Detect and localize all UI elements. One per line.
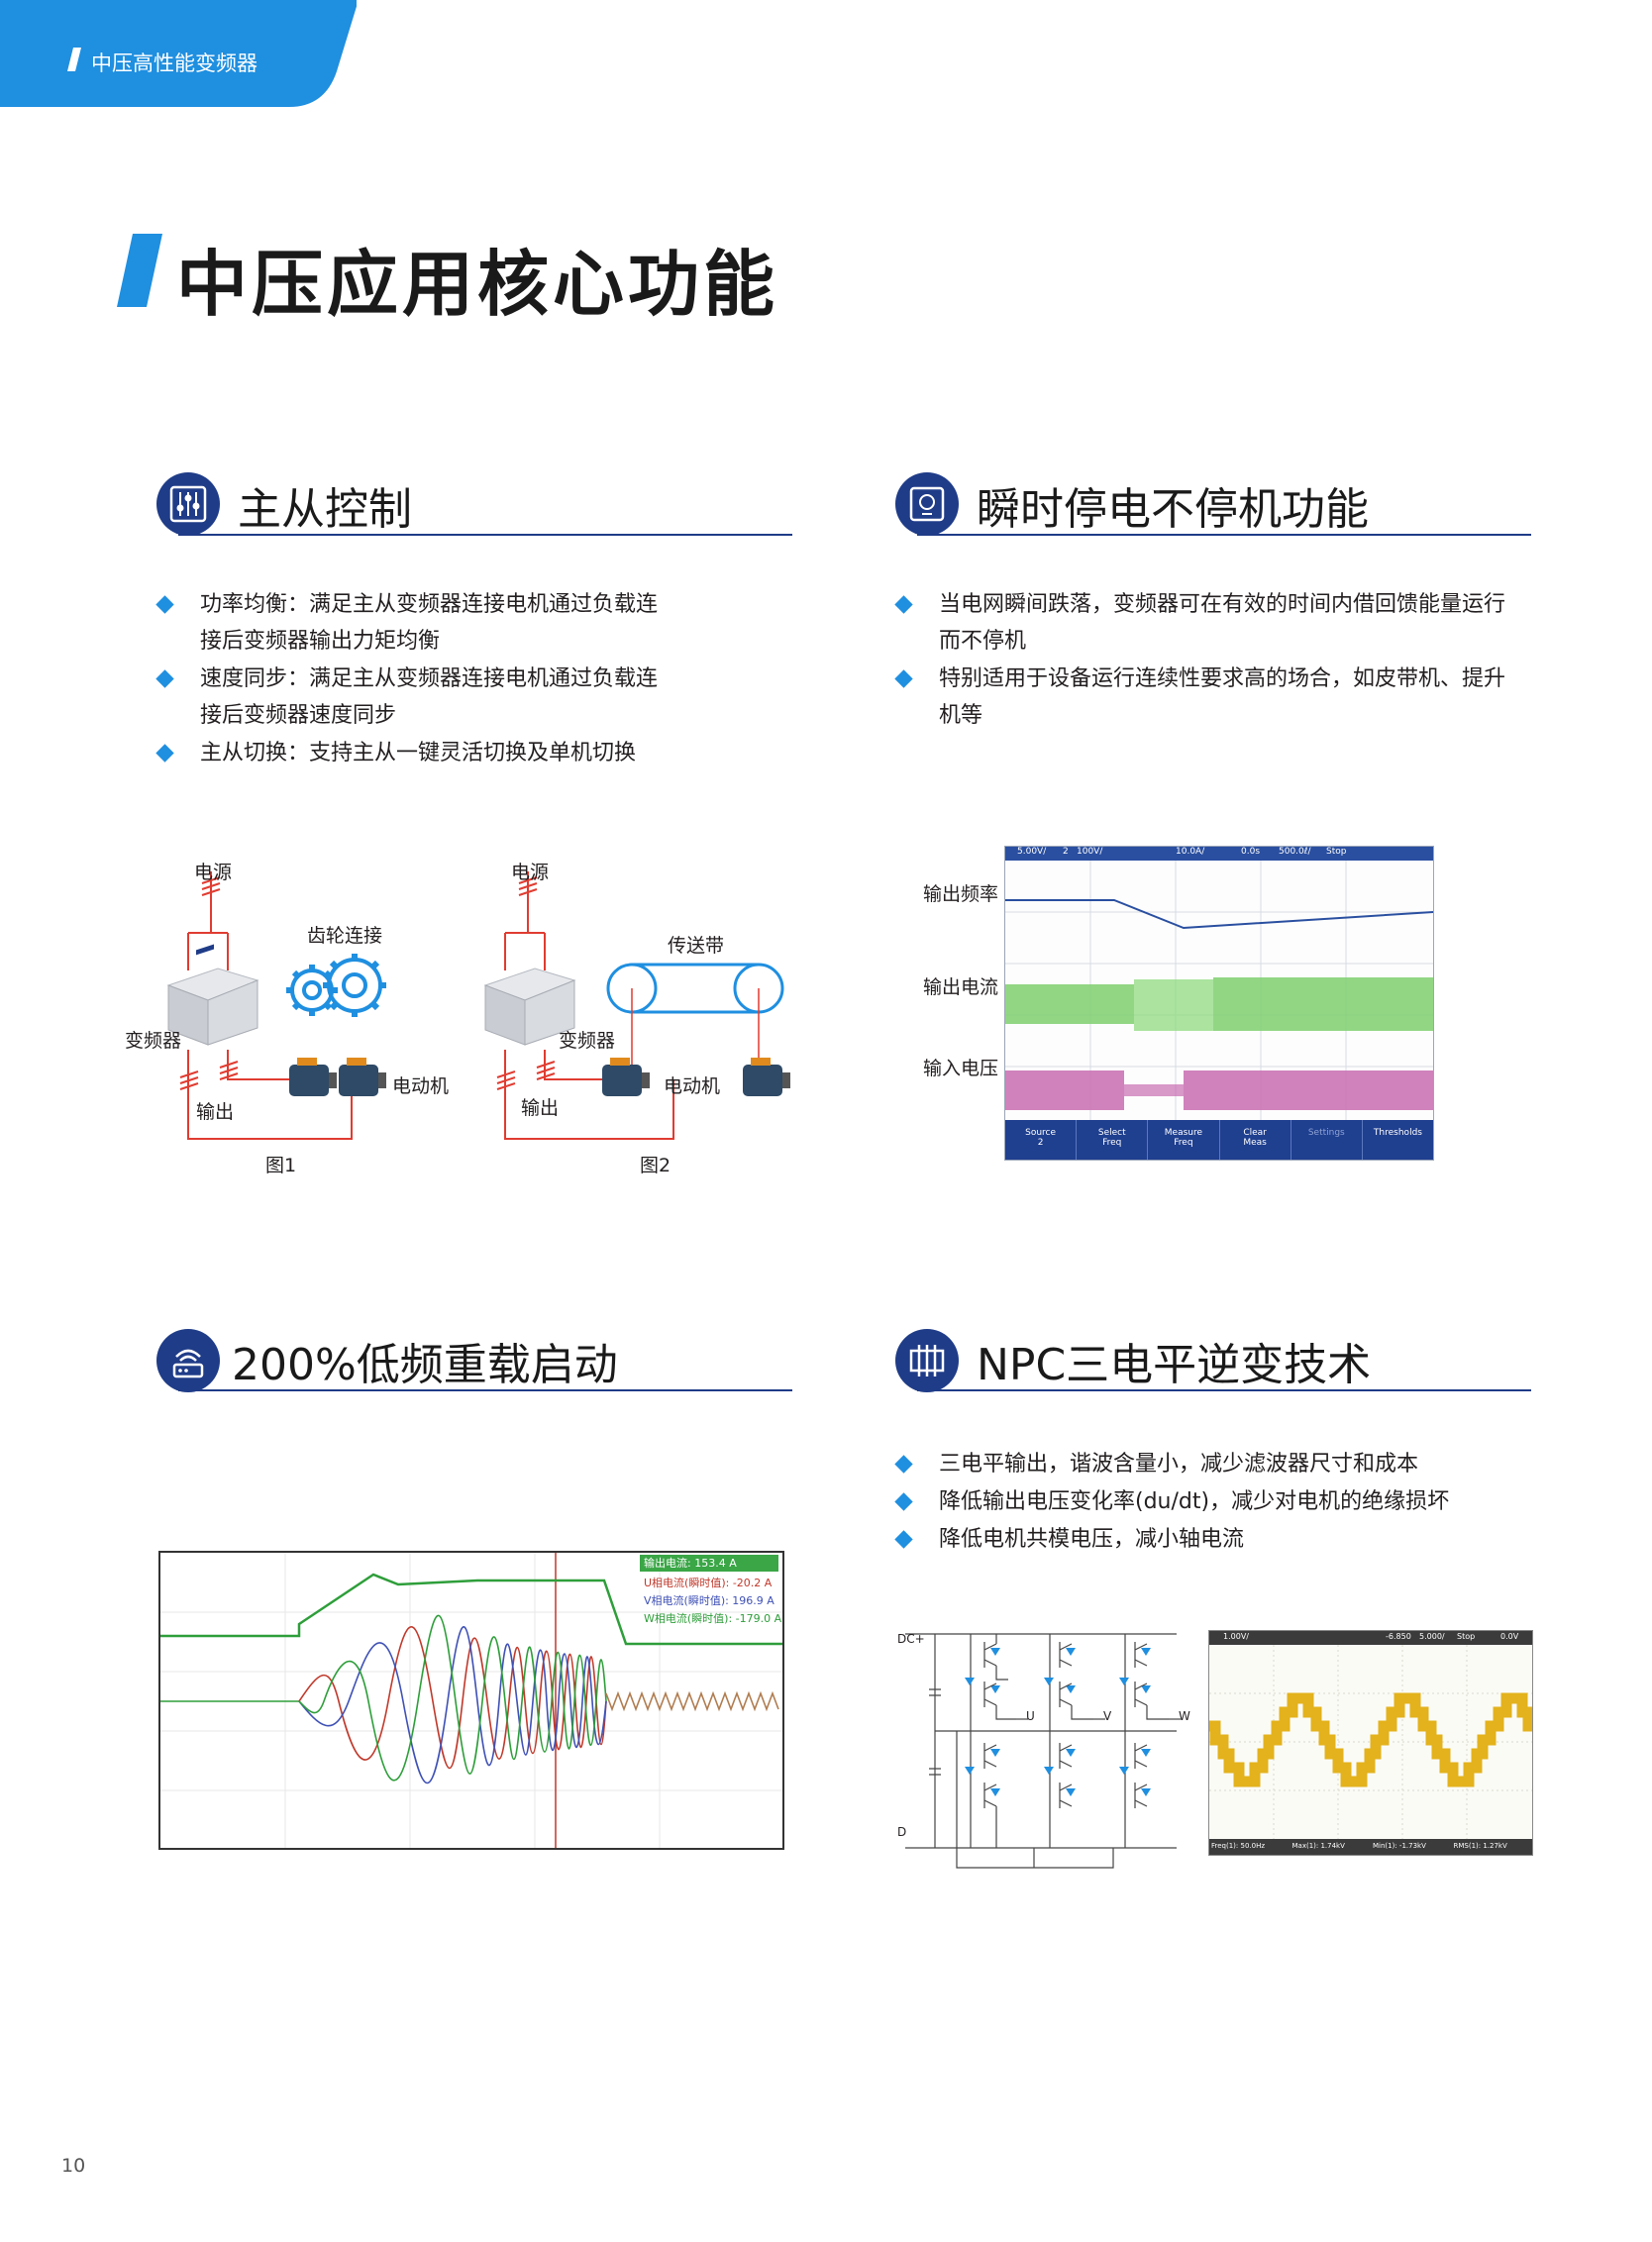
diagram-label-inverter: 变频器 [125, 1030, 182, 1052]
bullet-text: 功率均衡：满足主从变频器连接电机通过负载连 [200, 592, 659, 617]
scope-readout: RMS(1): 1.27kV [1453, 1842, 1507, 1850]
softkey-settings[interactable]: Settings [1291, 1120, 1363, 1160]
readout-w-current: W相电流(瞬时值): -179.0 A [644, 1612, 782, 1625]
section-underline [917, 1389, 1531, 1391]
diagram-label-motor: 电动机 [664, 1075, 721, 1097]
sliders-icon [156, 472, 220, 536]
router-icon [156, 1329, 220, 1392]
circuit-label-dcplus: DC+ [897, 1632, 925, 1646]
section-title-master-slave: 主从控制 [238, 484, 412, 535]
npc-circuit-diagram [905, 1633, 1181, 1869]
readout-v-current: V相电流(瞬时值): 196.9 A [644, 1594, 774, 1607]
scope-readout: 0.0V [1500, 1632, 1519, 1641]
scope-readout: 500.0ℓ/ [1279, 847, 1311, 857]
circuit-label-dcminus: D [897, 1825, 907, 1839]
softkey-thresholds[interactable]: Thresholds [1373, 1128, 1422, 1138]
master-slave-diagram [166, 871, 790, 1140]
section-title-npc: NPC三电平逆变技术 [977, 1340, 1372, 1390]
heavy-start-waveform: 输出电流: 153.4 A U相电流(瞬时值): -20.2 A V相电流(瞬时… [158, 1551, 784, 1850]
bullet-text: 降低电机共模电压，减小轴电流 [939, 1527, 1245, 1552]
scope-readout: 5.000/ [1419, 1632, 1445, 1641]
bullet-diamond [894, 1530, 913, 1549]
diagram-label-belt: 传送带 [668, 935, 725, 957]
scope-readout: 2 [1063, 847, 1069, 857]
scope-readout: Freq(1): 50.0Hz [1211, 1842, 1266, 1850]
scope-readout: Min(1): -1.73kV [1373, 1842, 1426, 1850]
readout-u-current: U相电流(瞬时值): -20.2 A [644, 1577, 773, 1589]
scope-readout: Stop [1457, 1632, 1476, 1641]
header-tab [0, 0, 357, 107]
bullet-text: 特别适用于设备运行连续性要求高的场合，如皮带机、提升 [939, 666, 1506, 691]
title-accent-bar [117, 234, 162, 307]
bullet-text: 接后变频器速度同步 [200, 703, 397, 728]
bullet-text: 接后变频器输出力矩均衡 [200, 629, 441, 654]
scope-label-current: 输出电流 [923, 976, 999, 998]
bullet-text: 而不停机 [939, 629, 1027, 654]
bullet-diamond [894, 1455, 913, 1474]
section-underline [917, 534, 1531, 536]
bullet-text: 三电平输出，谐波含量小，减少滤波器尺寸和成本 [939, 1452, 1419, 1477]
inverter-image [166, 944, 259, 1046]
diagram-label-inverter: 变频器 [559, 1030, 616, 1052]
diagram-label-gear: 齿轮连接 [307, 925, 383, 947]
npc-icon [895, 1329, 959, 1392]
diagram-label-output: 输出 [521, 1097, 560, 1119]
bullet-text: 当电网瞬间跌落，变频器可在有效的时间内借回馈能量运行 [939, 592, 1506, 617]
bullet-text: 主从切换：支持主从一键灵活切换及单机切换 [200, 741, 637, 765]
page-title: 中压应用核心功能 [176, 243, 779, 326]
diagram-label-power: 电源 [194, 862, 233, 883]
scope-readout: 0.0s [1241, 847, 1261, 857]
scope-readout: Stop [1326, 847, 1347, 857]
circuit-label-u: U [1026, 1709, 1035, 1723]
bullet-diamond [894, 1492, 913, 1511]
bullet-diamond [155, 744, 174, 763]
bullet-diamond [155, 669, 174, 688]
scope-readout: -6.850 [1386, 1632, 1411, 1641]
scope-label-freq: 输出频率 [923, 883, 999, 905]
power-panel-icon [895, 472, 959, 536]
section-title-heavy-start: 200%低频重载启动 [232, 1340, 618, 1390]
bullet-text: 机等 [939, 703, 983, 728]
page-number: 10 [61, 2155, 86, 2177]
diagram-label-motor: 电动机 [392, 1075, 450, 1097]
scope-label-voltage: 输入电压 [923, 1058, 999, 1079]
scope-readout: 100V/ [1077, 847, 1103, 857]
scope-readout: 10.0A/ [1176, 847, 1205, 857]
scope-readout: Max(1): 1.74kV [1291, 1842, 1345, 1850]
section-underline [178, 1389, 792, 1391]
figure-caption: 图2 [640, 1155, 671, 1176]
bullet-diamond [894, 669, 913, 688]
circuit-label-v: V [1103, 1709, 1112, 1723]
npc-scope: 1.00V/ -6.850 5.000/ Stop 0.0V Freq(1): … [1208, 1630, 1533, 1856]
section-title-ride-through: 瞬时停电不停机功能 [977, 484, 1369, 535]
figure-caption: 图1 [265, 1155, 297, 1176]
header-tab-text: 中压高性能变频器 [91, 51, 258, 75]
scope-readout: 1.00V/ [1223, 1632, 1249, 1641]
scope-plot [1005, 861, 1433, 1120]
diagram-label-output: 输出 [196, 1101, 235, 1123]
bullet-text: 速度同步：满足主从变频器连接电机通过负载连 [200, 666, 659, 691]
scope-readout: 5.00V/ [1017, 847, 1047, 857]
diagram-label-power: 电源 [511, 862, 550, 883]
bullet-diamond [894, 595, 913, 614]
bullet-diamond [155, 595, 174, 614]
scope-top-bar [1005, 847, 1433, 861]
circuit-label-w: W [1179, 1709, 1190, 1723]
section-underline [178, 534, 792, 536]
scope-ride-through: 5.00V/ 2 100V/ 10.0A/ 0.0s 500.0ℓ/ Stop … [1004, 846, 1434, 1161]
readout-total-current: 输出电流: 153.4 A [644, 1557, 737, 1570]
bullet-text: 降低输出电压变化率(du/dt)，减少对电机的绝缘损坏 [939, 1489, 1450, 1514]
